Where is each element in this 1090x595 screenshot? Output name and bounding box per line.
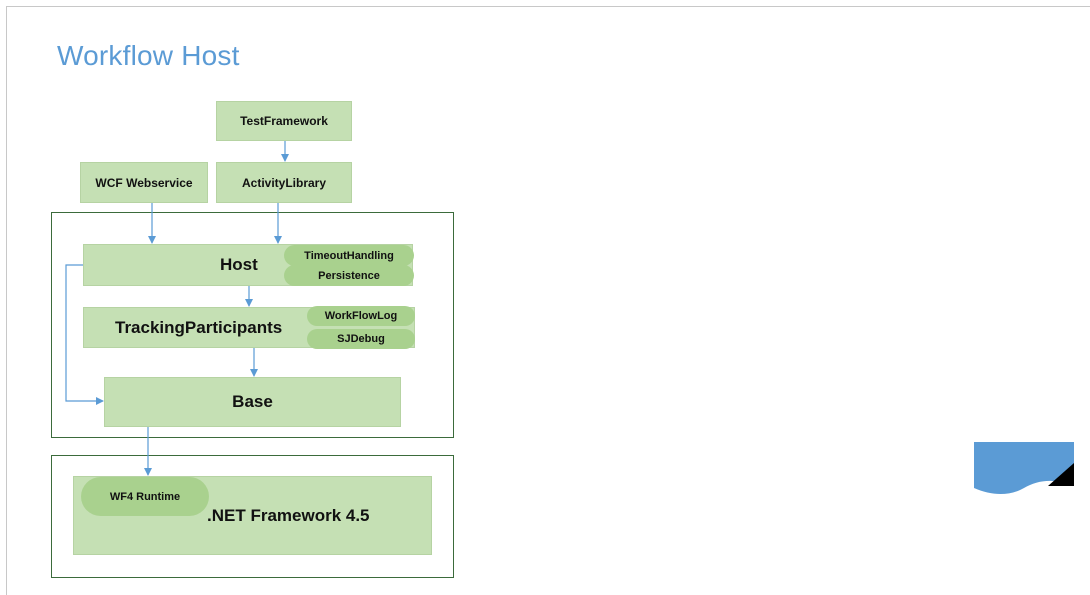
workflow-log-pill: WorkFlowLog <box>307 306 415 326</box>
sj-debug-pill: SJDebug <box>307 329 415 349</box>
slide-title: Workflow Host <box>57 40 240 71</box>
host-layer-frame <box>51 212 454 438</box>
base-box: Base <box>104 377 401 427</box>
timeout-handling-pill: TimeoutHandling <box>284 245 414 266</box>
tracking-participants-label: TrackingParticipants <box>115 317 283 337</box>
document-shape-icon <box>974 442 1074 494</box>
framework-layer-frame <box>51 455 454 578</box>
persistence-pill: Persistence <box>284 265 414 286</box>
host-label: Host <box>220 255 258 274</box>
activity-library-box: ActivityLibrary <box>216 162 352 203</box>
wf4-runtime-pill: WF4 Runtime <box>81 477 209 516</box>
wcf-webservice-box: WCF Webservice <box>80 162 208 203</box>
test-framework-box: TestFramework <box>216 101 352 141</box>
net-framework-label: .NET Framework 4.5 <box>207 506 370 525</box>
slide-canvas <box>6 6 1090 595</box>
